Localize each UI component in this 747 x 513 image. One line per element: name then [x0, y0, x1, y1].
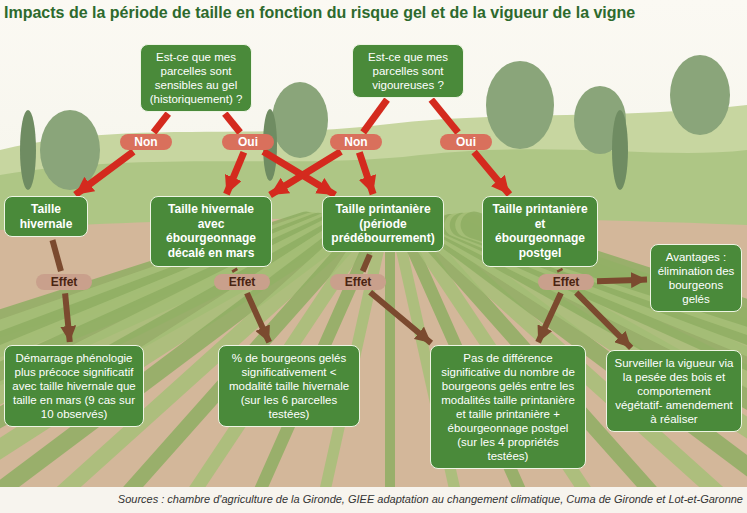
answer-pill: Oui: [222, 134, 274, 150]
flow-arrow: [370, 292, 431, 343]
result-box: Surveiller la vigueur via la pesée des b…: [606, 350, 742, 432]
flow-arrow: [363, 100, 387, 133]
flow-arrow: [154, 114, 169, 133]
flow-arrow: [559, 269, 560, 271]
node-text: Taille printanière (période prédébourrem…: [329, 202, 437, 246]
flow-arrow: [359, 152, 373, 194]
vine-rows: [0, 225, 747, 513]
node-text: Est-ce que mes parcelles sont sensibles …: [147, 50, 245, 106]
pruning-box: Taille printanière (période prédébourrem…: [322, 196, 444, 252]
flow-arrow: [234, 269, 235, 271]
advantage-box: Avantages : élimination des bourgeons ge…: [650, 244, 742, 312]
pruning-box: Taille hivernale avec ébourgeonnage déca…: [150, 196, 272, 267]
pruning-box: Taille hivernale: [4, 196, 88, 237]
pruning-box: Taille printanière et ébourgeonnage post…: [482, 196, 598, 267]
flow-arrow: [226, 152, 243, 194]
node-text: Taille hivernale avec ébourgeonnage déca…: [157, 202, 265, 261]
flow-arrow: [75, 152, 133, 195]
flow-arrow: [597, 280, 647, 282]
result-box: Démarrage phénologie plus précoce signif…: [4, 345, 144, 427]
flow-arrow: [538, 293, 561, 342]
answer-pill: Oui: [440, 134, 492, 150]
node-text: Taille hivernale: [11, 202, 81, 231]
answer-pill: Non: [330, 134, 382, 150]
answer-pill: Non: [120, 134, 172, 150]
question-box: Est-ce que mes parcelles sont sensibles …: [140, 44, 252, 112]
node-text: Effet: [40, 275, 88, 289]
vine-row: [180, 225, 372, 513]
effect-pill: Effet: [214, 274, 270, 290]
question-box: Est-ce que mes parcelles sont vigoureuse…: [352, 44, 464, 98]
effect-pill: Effet: [36, 274, 92, 290]
flow-arrow: [431, 100, 458, 133]
flow-arrow: [474, 152, 509, 195]
flow-arrow: [247, 293, 269, 342]
node-text: Effet: [542, 275, 590, 289]
node-text: Non: [334, 135, 378, 149]
flow-arrow: [65, 293, 70, 342]
node-text: Taille printanière et ébourgeonnage post…: [489, 202, 591, 261]
node-text: Avantages : élimination des bourgeons ge…: [657, 250, 735, 306]
effect-pill: Effet: [538, 274, 594, 290]
flow-arrow: [270, 151, 341, 195]
node-text: Non: [124, 135, 168, 149]
node-text: % de bourgeons gelés significativement <…: [225, 351, 353, 421]
vineyard-ground: [0, 218, 747, 513]
result-box: % de bourgeons gelés significativement <…: [218, 345, 360, 427]
node-text: Oui: [444, 135, 488, 149]
result-box: Pas de différence significative du nombr…: [430, 345, 586, 469]
node-text: Est-ce que mes parcelles sont vigoureuse…: [359, 50, 457, 92]
flow-arrow: [576, 293, 631, 348]
flow-arrow: [52, 240, 61, 271]
caption-strip: [0, 487, 747, 513]
diagram-title: Impacts de la période de taille en fonct…: [4, 4, 743, 22]
node-text: Surveiller la vigueur via la pesée des b…: [613, 356, 735, 426]
node-text: Oui: [226, 135, 270, 149]
flow-arrow: [363, 255, 370, 272]
node-text: Effet: [218, 275, 266, 289]
node-text: Démarrage phénologie plus précoce signif…: [11, 351, 137, 421]
source-caption: Sources : chambre d'agriculture de la Gi…: [4, 493, 743, 505]
effect-pill: Effet: [330, 274, 386, 290]
cypress-trees: [20, 109, 628, 190]
node-text: Pas de différence significative du nombr…: [437, 351, 579, 463]
flow-arrow: [225, 114, 240, 133]
node-text: Effet: [334, 275, 382, 289]
vine-row: [385, 225, 395, 513]
